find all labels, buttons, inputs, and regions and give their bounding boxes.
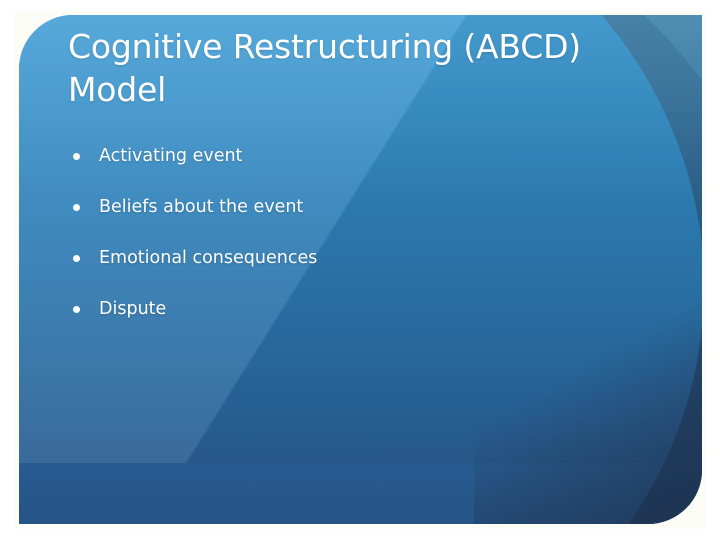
slide-content: Cognitive Restructuring (ABCD) Model Act… (19, 15, 702, 524)
list-item: Dispute (67, 298, 627, 320)
bullet-dot-icon (73, 255, 80, 262)
list-item-label: Beliefs about the event (99, 197, 304, 217)
list-item-label: Activating event (99, 146, 243, 166)
list-item: Emotional consequences (67, 247, 627, 269)
list-item-label: Emotional consequences (99, 248, 318, 268)
bullet-dot-icon (73, 306, 80, 313)
list-item: Activating event (67, 145, 627, 167)
page-title: Cognitive Restructuring (ABCD) Model (68, 25, 613, 111)
bullet-dot-icon (73, 153, 80, 160)
page-title-line-1: Cognitive Restructuring (ABCD) (68, 27, 581, 66)
bullet-dot-icon (73, 204, 80, 211)
list-item: Beliefs about the event (67, 196, 627, 218)
page-title-line-2: Model (68, 70, 167, 109)
list-item-label: Dispute (99, 299, 167, 319)
bullet-list: Activating event Beliefs about the event… (67, 145, 627, 320)
slide-canvas: Cognitive Restructuring (ABCD) Model Act… (19, 15, 702, 524)
